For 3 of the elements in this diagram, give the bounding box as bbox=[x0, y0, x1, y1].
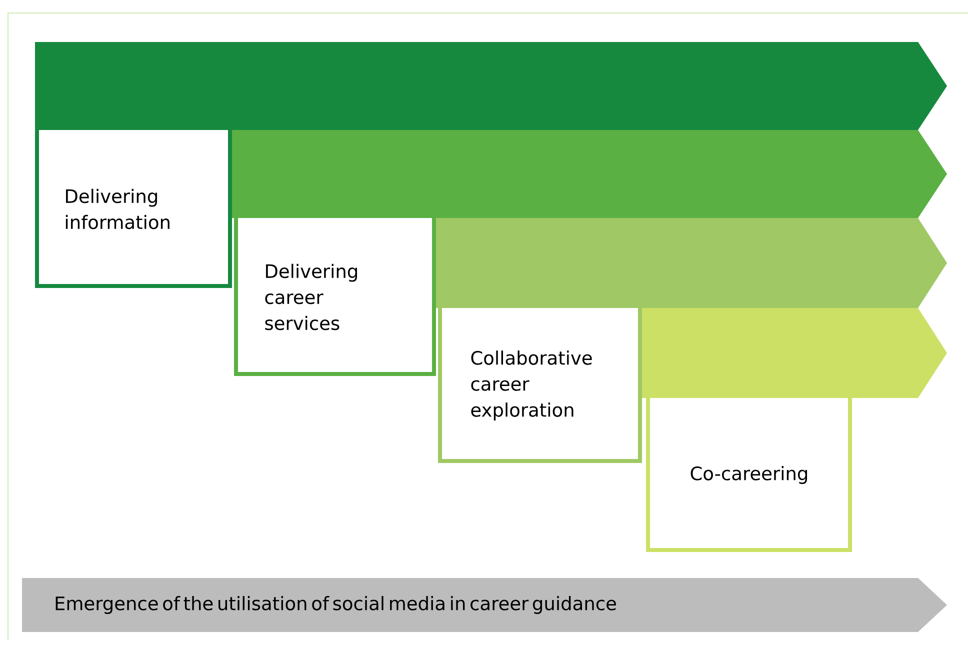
chevron-box: Co-careering bbox=[642, 308, 948, 552]
arrow-band: Emergence of the utilisation of social media in career guidance bbox=[22, 578, 948, 632]
node-label: Delivering information bbox=[66, 188, 170, 230]
